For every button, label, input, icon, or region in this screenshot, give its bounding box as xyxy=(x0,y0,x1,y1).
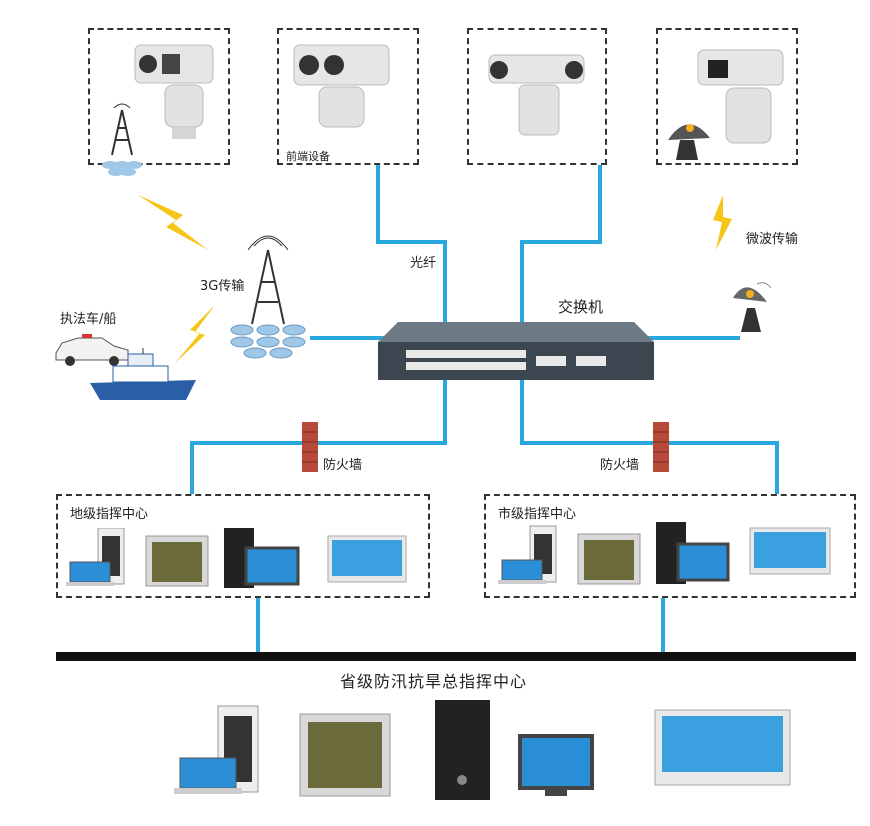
fiber-line-left xyxy=(376,165,447,322)
front-device-box-4 xyxy=(656,28,798,165)
firewall-right-label: 防火墙 xyxy=(600,458,640,473)
network-switch-icon xyxy=(378,322,654,380)
vehicle-label: 执法车/船 xyxy=(60,312,117,327)
laser-camera-icon xyxy=(668,49,784,160)
province-equipment xyxy=(174,700,791,800)
front-device-box-2 xyxy=(277,28,419,165)
fiber-label: 光纤 xyxy=(410,256,437,271)
server-rack-icon xyxy=(145,535,209,587)
display-screen-icon xyxy=(654,709,791,786)
thermal-camera-icon xyxy=(293,44,390,128)
front-device-box-1 xyxy=(88,28,230,165)
district-center-label: 地级指挥中心 xyxy=(70,507,149,522)
front-device-box-3 xyxy=(467,28,607,165)
display-screen-icon xyxy=(327,535,407,583)
monitor-icon xyxy=(676,542,730,582)
city-center-box xyxy=(484,494,856,598)
patrol-boat-icon xyxy=(90,348,196,400)
laptop-icon xyxy=(66,561,114,586)
dual-camera-icon xyxy=(488,54,585,136)
switch-label: 交换机 xyxy=(558,298,604,316)
server-rack-icon xyxy=(299,713,391,797)
laptop-icon xyxy=(498,559,546,584)
lightning-icon xyxy=(713,195,732,250)
firewall-icon xyxy=(653,422,669,472)
server-rack-icon xyxy=(577,533,641,585)
radio-tower-icon xyxy=(102,103,142,176)
district-equipment xyxy=(66,528,407,588)
district-center-box xyxy=(56,494,430,598)
monitor-icon xyxy=(518,734,594,796)
base-station-icon xyxy=(230,235,306,359)
microwave-label: 微波传输 xyxy=(746,232,799,247)
monitor-icon xyxy=(244,546,300,586)
firewall-left-label: 防火墙 xyxy=(323,458,363,473)
province-bus xyxy=(56,652,856,661)
front-device-label: 前端设备 xyxy=(286,150,330,163)
fiber-line-right xyxy=(520,165,602,322)
firewall-icon xyxy=(302,422,318,472)
city-equipment xyxy=(498,522,831,585)
desktop-tower-icon xyxy=(435,700,490,800)
city-center-label: 市级指挥中心 xyxy=(498,507,577,522)
g3-label: 3G传输 xyxy=(200,279,245,294)
switch-to-city-line xyxy=(520,378,779,494)
microwave-dish-icon xyxy=(733,282,772,332)
province-center-label: 省级防汛抗旱总指挥中心 xyxy=(340,672,528,691)
police-car-icon xyxy=(55,334,129,366)
switch-to-district-line xyxy=(190,378,447,494)
lightning-icon xyxy=(138,195,208,250)
ptz-camera-icon xyxy=(134,44,214,139)
laptop-icon xyxy=(174,757,242,794)
display-screen-icon xyxy=(749,527,831,575)
